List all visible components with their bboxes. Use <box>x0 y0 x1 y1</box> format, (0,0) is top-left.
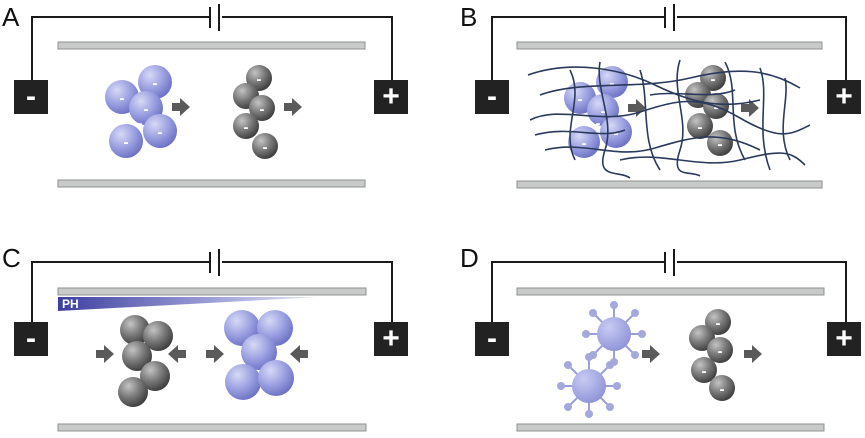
charge-sign: - <box>257 71 262 88</box>
panel-letter: C <box>2 243 21 273</box>
spiked-particle <box>582 301 646 366</box>
blue-particle-cluster <box>224 310 294 400</box>
gray-particle-cluster <box>118 315 173 407</box>
top-plate <box>516 41 823 50</box>
charge-sign: - <box>718 136 723 153</box>
charge-sign: - <box>263 139 268 156</box>
charge-sign: - <box>578 91 583 108</box>
charge-sign: - <box>698 119 703 136</box>
charge-sign: - <box>711 71 716 88</box>
charge-sign: - <box>124 134 129 151</box>
panel-d: D - + <box>460 243 861 432</box>
charge-sign: - <box>614 125 619 142</box>
charge-sign: - <box>582 135 587 152</box>
positive-sign: + <box>382 80 400 113</box>
focusing-arrow <box>96 345 114 363</box>
panel-b: B - + - - - - - - <box>460 2 861 189</box>
gray-particle-cluster: - - - - <box>689 309 735 401</box>
positive-electrode: + <box>374 322 408 356</box>
charge-sign: - <box>720 381 725 398</box>
panel-letter: D <box>460 243 479 273</box>
gel-fiber-network <box>527 59 811 179</box>
bottom-plate <box>516 180 823 189</box>
circuit-wire <box>31 249 393 322</box>
top-plate <box>57 287 367 296</box>
negative-sign: - <box>26 322 36 355</box>
positive-electrode: + <box>374 80 408 114</box>
migration-arrow <box>741 99 759 117</box>
charge-sign: - <box>144 101 149 118</box>
negative-electrode: - <box>14 322 48 356</box>
panel-letter: B <box>460 2 477 32</box>
focusing-arrow <box>206 345 224 363</box>
negative-electrode: - <box>475 322 509 356</box>
top-plate <box>516 287 825 296</box>
migration-arrow <box>744 345 762 363</box>
negative-electrode: - <box>14 80 48 114</box>
charge-sign: - <box>596 115 601 132</box>
spiked-particle <box>557 353 621 418</box>
focusing-arrow <box>168 345 186 363</box>
negative-sign: - <box>487 80 497 113</box>
ph-gradient-wedge <box>58 297 320 311</box>
charge-sign: - <box>158 124 163 141</box>
ph-label: PH <box>62 297 79 311</box>
blue-particle-cluster: - - - - - - <box>105 65 177 158</box>
charge-sign: - <box>716 315 721 332</box>
panel-c: C PH - + <box>2 243 408 432</box>
top-plate <box>57 41 366 50</box>
blue-particle-cluster: - - - - - - <box>564 66 632 158</box>
bottom-plate <box>57 423 367 432</box>
charge-sign: - <box>120 90 125 107</box>
circuit-wire <box>491 249 847 322</box>
negative-electrode: - <box>475 80 509 114</box>
negative-sign: - <box>26 80 36 113</box>
migration-arrow <box>284 98 302 116</box>
charge-sign: - <box>260 101 265 118</box>
charge-sign: - <box>244 119 249 136</box>
migration-arrow <box>642 345 660 363</box>
focusing-arrow <box>290 345 308 363</box>
positive-sign: + <box>382 322 400 355</box>
charge-sign: - <box>153 75 158 92</box>
charge-sign: - <box>702 363 707 380</box>
bottom-plate <box>516 423 825 432</box>
positive-sign: + <box>835 80 853 113</box>
charge-sign: - <box>601 103 606 120</box>
gray-particle-cluster: - - - - <box>233 65 278 159</box>
charge-sign: - <box>610 75 615 92</box>
bottom-plate <box>57 179 366 188</box>
positive-sign: + <box>835 322 853 355</box>
migration-arrow <box>172 98 190 116</box>
charge-sign: - <box>718 343 723 360</box>
negative-sign: - <box>487 322 497 355</box>
charge-sign: - <box>138 115 143 132</box>
panel-letter: A <box>2 2 20 32</box>
migration-arrow <box>628 99 646 117</box>
circuit-wire <box>31 4 393 83</box>
positive-electrode: + <box>827 322 861 356</box>
positive-electrode: + <box>827 80 861 114</box>
circuit-wire <box>491 4 847 83</box>
panel-a: A - + - - - - - - <box>2 2 408 188</box>
